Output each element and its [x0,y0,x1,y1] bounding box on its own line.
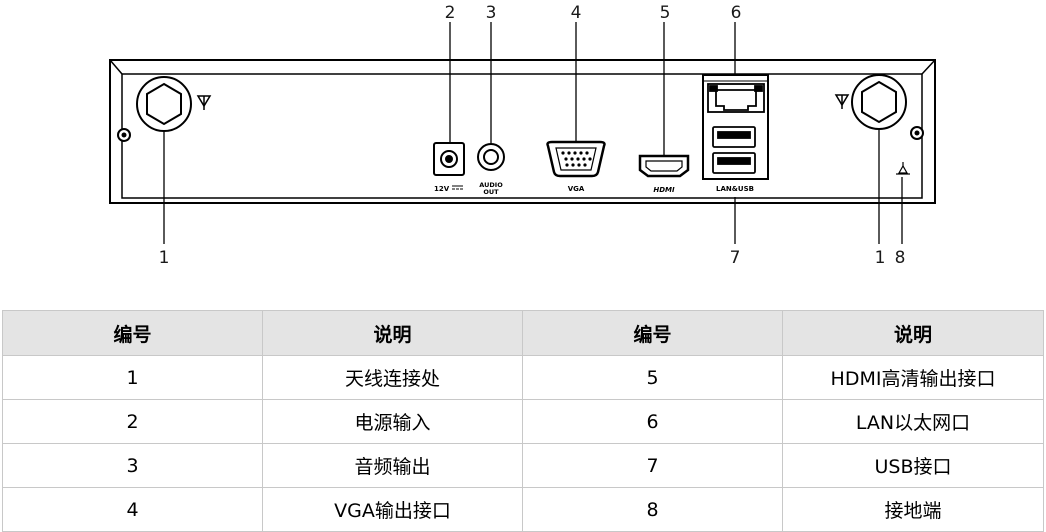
callout-number: 1 [875,248,886,268]
screw-left-icon [117,128,131,142]
lan-usb-port-label: LAN&USB [716,185,754,193]
table-cell: 接地端 [782,487,1044,532]
table-cell: 1 [2,355,263,400]
hdmi-port-icon [638,154,690,178]
table-header-row: 编号 说明 编号 说明 [2,310,1044,356]
table-cell: 8 [522,487,783,532]
table-cell: 天线连接处 [262,355,523,400]
hdmi-port-label: HDMI [653,186,675,194]
table-row: 3 音频输出 7 USB接口 [2,443,1044,488]
table-cell: HDMI高清输出接口 [782,355,1044,400]
table-cell: 4 [2,487,263,532]
header-number: 编号 [522,310,783,356]
device-chassis [109,59,936,204]
lan-port-icon [707,83,765,113]
audio-port-label-line1: AUDIO [479,181,503,189]
table-cell: 3 [2,443,263,488]
dc-symbol-icon [452,185,463,190]
usb-port-lower-icon [712,152,756,174]
callout-number: 5 [660,3,671,23]
ground-symbol-icon [896,162,910,175]
vga-port-icon [546,140,606,178]
table-cell: 音频输出 [262,443,523,488]
callout-number: 2 [445,3,456,23]
callout-number: 3 [486,3,497,23]
usb-port-upper-icon [712,126,756,148]
table-cell: 5 [522,355,783,400]
table-cell: 7 [522,443,783,488]
callout-leader-lines [163,22,903,244]
table-row: 1 天线连接处 5 HDMI高清输出接口 [2,355,1044,400]
rear-panel-diagram: 12V AUDIO OUT VGA HDMI [109,3,936,268]
callout-number: 7 [730,248,741,268]
table-cell: LAN以太网口 [782,399,1044,444]
callout-number: 6 [731,3,742,23]
table-cell: 6 [522,399,783,444]
screw-right-icon [910,126,924,140]
antenna-symbol-right-icon [834,94,850,109]
table-cell: 电源输入 [262,399,523,444]
header-number: 编号 [2,310,263,356]
header-description: 说明 [782,310,1044,356]
power-port-label: 12V [434,185,450,193]
table-cell: 2 [2,399,263,444]
table-row: 2 电源输入 6 LAN以太网口 [2,399,1044,444]
table-cell: USB接口 [782,443,1044,488]
callout-number: 1 [159,248,170,268]
header-description: 说明 [262,310,523,356]
callout-number: 8 [895,248,906,268]
antenna-symbol-left-icon [196,95,212,110]
vga-port-label: VGA [568,185,585,193]
audio-port-label-line2: OUT [483,188,499,196]
port-description-table: 编号 说明 编号 说明 1 天线连接处 5 HDMI高清输出接口 2 电源输入 … [2,310,1044,532]
table-cell: VGA输出接口 [262,487,523,532]
power-jack-icon [433,142,465,176]
table-row: 4 VGA输出接口 8 接地端 [2,487,1044,532]
callout-number: 4 [571,3,582,23]
